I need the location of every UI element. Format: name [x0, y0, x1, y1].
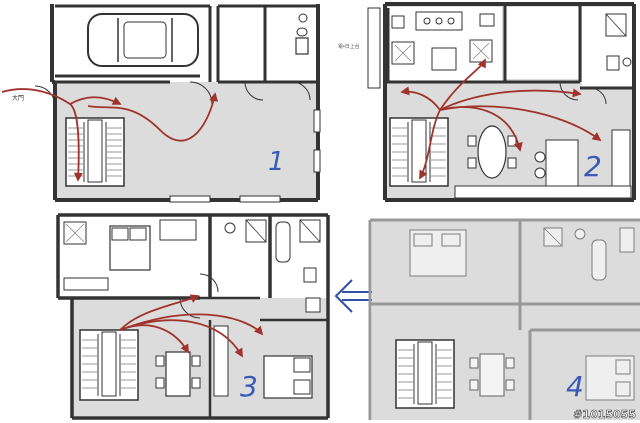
- route-arrows: [119, 294, 264, 358]
- bed: [585, 355, 635, 401]
- plan-number-2: 2: [584, 150, 602, 183]
- toilet-icon: [605, 13, 632, 71]
- bed: [263, 355, 313, 399]
- balcony-note: 電•日上台: [338, 43, 360, 50]
- bed: [409, 229, 467, 277]
- plan-number-3: 3: [240, 370, 258, 403]
- bed: [63, 219, 197, 291]
- floor-plan-3: 3: [56, 213, 330, 420]
- car-icon: [87, 13, 199, 67]
- dining-table: [155, 351, 201, 397]
- dining-table: [467, 125, 517, 179]
- floor-plan-2: 電•日上台: [338, 2, 636, 202]
- route-arrows: [400, 58, 602, 180]
- staircase: [65, 117, 125, 187]
- watermark: #1015055: [573, 408, 636, 421]
- plan-number-1: 1: [268, 147, 285, 177]
- staircase: [79, 329, 139, 401]
- dining-table: [469, 353, 515, 397]
- bathroom-fixtures: [543, 227, 635, 281]
- plan-number-4: 4: [566, 370, 584, 403]
- floor-plan-1: 大門 1: [1, 4, 321, 203]
- toilet-icon: [295, 13, 309, 55]
- kitchen-counter: [367, 7, 495, 89]
- bathroom-fixtures: [224, 219, 321, 313]
- kitchen-island: [454, 129, 632, 199]
- staircase: [395, 339, 455, 409]
- entrance-label: 大門: [12, 94, 24, 102]
- route-arrows: [1, 88, 219, 182]
- floor-plan-4: 4: [368, 218, 640, 420]
- staircase: [389, 117, 449, 187]
